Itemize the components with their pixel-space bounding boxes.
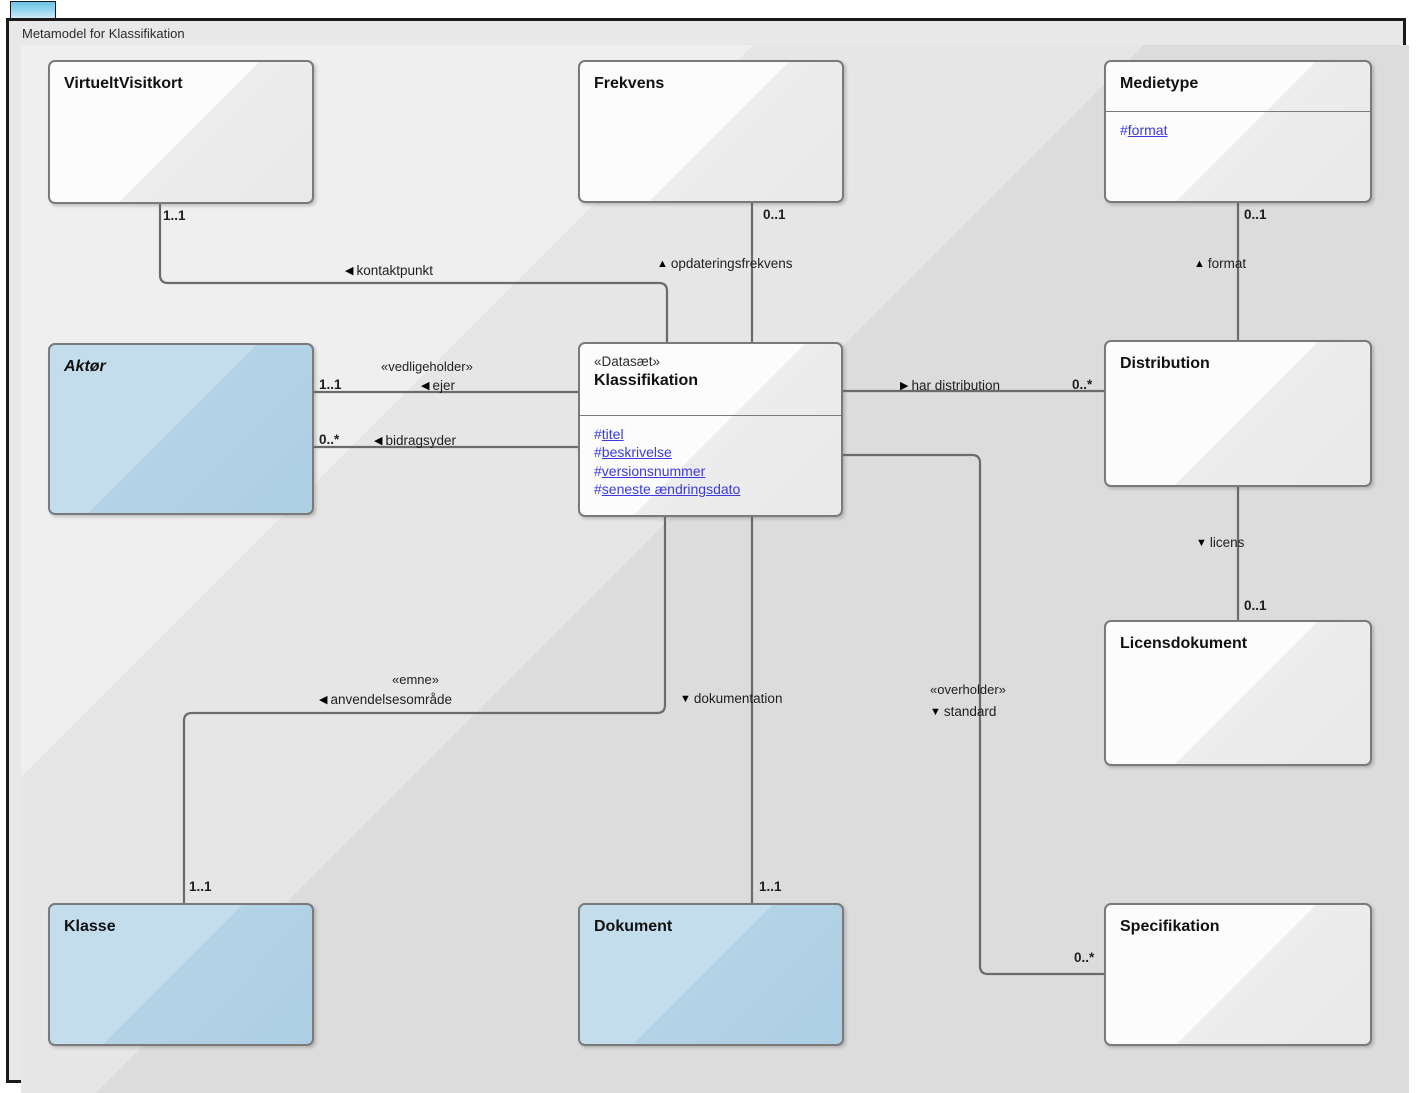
multiplicity-kontaktpunkt: 1..1 bbox=[163, 208, 186, 223]
edge-label-licens: ▼licens bbox=[1196, 535, 1244, 552]
class-header: Klasse bbox=[50, 905, 312, 948]
class-attribute: #versionsnummer bbox=[594, 462, 827, 480]
class-attribute: #beskrivelse bbox=[594, 443, 827, 461]
attribute-visibility: # bbox=[594, 481, 602, 498]
role-name: opdateringsfrekvens bbox=[670, 256, 793, 271]
class-header: Licensdokument bbox=[1106, 622, 1370, 665]
edge-label-ejer: ◀ejer bbox=[421, 378, 455, 395]
edge-stereotype-ejer: «vedligeholder» bbox=[381, 359, 473, 374]
class-name: Specifikation bbox=[1120, 918, 1220, 935]
class-name: Klassifikation bbox=[594, 371, 699, 389]
class-klasse[interactable]: Klasse bbox=[48, 903, 314, 1046]
attribute-name: beskrivelse bbox=[601, 444, 672, 461]
class-medietype[interactable]: Medietype #format bbox=[1104, 60, 1372, 203]
multiplicity-ejer: 1..1 bbox=[319, 377, 342, 392]
class-attributes: #titel #beskrivelse #versionsnummer #sen… bbox=[580, 416, 841, 509]
edge-stereotype-anvendelsesomraade: «emne» bbox=[392, 672, 439, 687]
diagram-title: Metamodel for Klassifikation bbox=[22, 26, 185, 41]
class-frekvens[interactable]: Frekvens bbox=[578, 60, 844, 203]
role-name: anvendelsesområde bbox=[330, 692, 453, 707]
attribute-visibility: # bbox=[594, 462, 602, 479]
arrow-down-icon: ▼ bbox=[680, 693, 691, 705]
class-attribute: #seneste ændringsdato bbox=[594, 480, 827, 498]
attribute-visibility: # bbox=[1120, 122, 1128, 138]
arrow-up-icon: ▲ bbox=[1194, 258, 1205, 270]
arrow-left-icon: ◀ bbox=[421, 380, 430, 392]
class-header: «Datasæt» Klassifikation bbox=[580, 344, 841, 416]
class-virtueltvisitkort[interactable]: VirtueltVisitkort bbox=[48, 60, 314, 204]
class-aktoer[interactable]: Aktør bbox=[48, 343, 314, 515]
multiplicity-har-distribution: 0..* bbox=[1072, 377, 1093, 392]
class-name: VirtueltVisitkort bbox=[64, 75, 183, 92]
class-header: Frekvens bbox=[580, 62, 842, 105]
attribute-visibility: # bbox=[594, 426, 602, 442]
multiplicity-standard: 0..* bbox=[1074, 950, 1095, 965]
class-stereotype: «Datasæt» bbox=[594, 354, 661, 369]
class-attribute: #format bbox=[1120, 121, 1356, 139]
class-name: Medietype bbox=[1120, 75, 1199, 92]
arrow-left-icon: ◀ bbox=[374, 435, 383, 447]
edge-label-standard: ▼standard bbox=[930, 704, 996, 721]
class-header: VirtueltVisitkort bbox=[50, 62, 312, 105]
edge-label-bidragsyder: ◀bidragsyder bbox=[374, 433, 456, 450]
class-name: Klasse bbox=[64, 918, 116, 935]
class-header: Aktør bbox=[50, 345, 312, 388]
attribute-name: format bbox=[1127, 122, 1168, 138]
arrow-up-icon: ▲ bbox=[657, 258, 668, 270]
class-distribution[interactable]: Distribution bbox=[1104, 340, 1372, 487]
role-name: licens bbox=[1209, 535, 1245, 550]
multiplicity-licens: 0..1 bbox=[1244, 598, 1267, 613]
role-name: dokumentation bbox=[693, 691, 783, 706]
multiplicity-dokumentation: 1..1 bbox=[759, 879, 782, 894]
multiplicity-anvendelsesomraade: 1..1 bbox=[189, 879, 212, 894]
class-specifikation[interactable]: Specifikation bbox=[1104, 903, 1372, 1046]
role-name: bidragsyder bbox=[385, 433, 457, 448]
arrow-right-icon: ▶ bbox=[900, 380, 909, 392]
multiplicity-opdateringsfrekvens: 0..1 bbox=[763, 207, 786, 222]
role-name: kontaktpunkt bbox=[356, 263, 434, 278]
attribute-name: versionsnummer bbox=[601, 462, 706, 479]
class-name: Licensdokument bbox=[1120, 635, 1248, 652]
class-header: Dokument bbox=[580, 905, 842, 948]
multiplicity-bidragsyder: 0..* bbox=[319, 432, 340, 447]
class-attributes: #format bbox=[1106, 112, 1370, 149]
edge-label-dokumentation: ▼dokumentation bbox=[680, 691, 782, 708]
class-name: Frekvens bbox=[594, 75, 665, 92]
edge-stereotype-standard: «overholder» bbox=[930, 682, 1006, 697]
attribute-name: titel bbox=[601, 426, 624, 442]
attribute-visibility: # bbox=[594, 444, 602, 461]
class-header: Distribution bbox=[1106, 342, 1370, 385]
edge-label-har-distribution: ▶har distribution bbox=[900, 378, 1000, 395]
class-name: Distribution bbox=[1120, 355, 1210, 372]
attribute-name: seneste ændringsdato bbox=[601, 481, 741, 498]
class-attribute: #titel bbox=[594, 425, 827, 443]
edge-label-kontaktpunkt: ◀kontaktpunkt bbox=[345, 263, 433, 280]
role-name: format bbox=[1207, 256, 1247, 271]
class-name: Dokument bbox=[594, 918, 673, 935]
edge-label-opdateringsfrekvens: ▲opdateringsfrekvens bbox=[657, 256, 792, 273]
class-header: Specifikation bbox=[1106, 905, 1370, 948]
role-name: har distribution bbox=[911, 378, 1001, 393]
class-name: Aktør bbox=[64, 358, 106, 375]
multiplicity-format: 0..1 bbox=[1244, 207, 1267, 222]
role-name: standard bbox=[943, 704, 997, 719]
class-dokument[interactable]: Dokument bbox=[578, 903, 844, 1046]
arrow-down-icon: ▼ bbox=[1196, 537, 1207, 549]
edge-label-format: ▲format bbox=[1194, 256, 1246, 273]
arrow-down-icon: ▼ bbox=[930, 706, 941, 718]
class-klassifikation[interactable]: «Datasæt» Klassifikation #titel #beskriv… bbox=[578, 342, 843, 517]
arrow-left-icon: ◀ bbox=[345, 265, 354, 277]
edge-label-anvendelsesomraade: ◀anvendelsesområde bbox=[319, 692, 452, 709]
class-licensdokument[interactable]: Licensdokument bbox=[1104, 620, 1372, 766]
role-name: ejer bbox=[432, 378, 455, 393]
window-tab[interactable] bbox=[10, 1, 56, 18]
arrow-left-icon: ◀ bbox=[319, 694, 328, 706]
class-header: Medietype bbox=[1106, 62, 1370, 112]
